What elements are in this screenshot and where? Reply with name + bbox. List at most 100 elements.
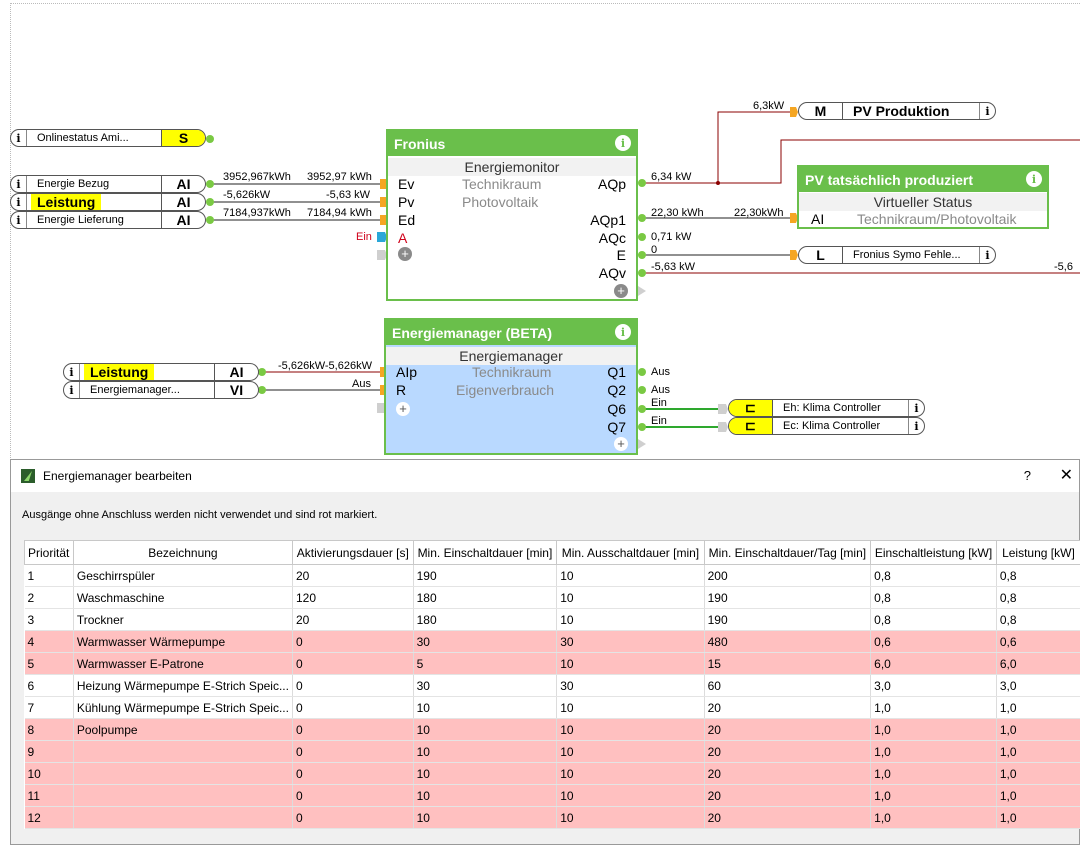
block-header[interactable]: Energiemanager (BETA)i — [386, 320, 636, 345]
output-klima-eh[interactable]: ⊏ Eh: Klima Controller i — [728, 399, 925, 417]
table-cell[interactable]: 0 — [292, 697, 413, 719]
table-cell[interactable]: 1,0 — [996, 785, 1080, 807]
table-cell[interactable]: 20 — [704, 763, 871, 785]
table-row[interactable]: 4Warmwasser Wärmepumpe030304800,60,6 — [25, 631, 1080, 653]
table-cell[interactable]: Kühlung Wärmepumpe E-Strich Speic... — [73, 697, 292, 719]
table-cell[interactable]: 10 — [557, 697, 704, 719]
table-cell[interactable]: 60 — [704, 675, 871, 697]
help-button[interactable]: ? — [1024, 468, 1031, 483]
table-cell[interactable]: 0,6 — [996, 631, 1080, 653]
table-row[interactable]: 1001010201,01,0 — [25, 763, 1080, 785]
table-cell[interactable]: Waschmaschine — [73, 587, 292, 609]
table-cell[interactable]: 200 — [704, 565, 871, 587]
table-cell[interactable]: 0,8 — [871, 565, 997, 587]
table-cell[interactable]: 180 — [413, 609, 557, 631]
table-cell[interactable]: 0 — [292, 785, 413, 807]
info-icon[interactable]: i — [11, 194, 27, 210]
table-cell[interactable]: 10 — [413, 719, 557, 741]
table-cell[interactable]: 10 — [557, 719, 704, 741]
info-icon[interactable]: i — [979, 247, 995, 263]
table-row[interactable]: 5Warmwasser E-Patrone0510156,06,0 — [25, 653, 1080, 675]
table-cell[interactable]: 30 — [557, 675, 704, 697]
table-cell[interactable]: 3,0 — [996, 675, 1080, 697]
table-cell[interactable]: 0 — [292, 653, 413, 675]
table-cell[interactable]: 1,0 — [871, 741, 997, 763]
info-icon[interactable]: i — [64, 382, 80, 398]
table-cell[interactable]: 0,8 — [996, 587, 1080, 609]
table-cell[interactable]: Trockner — [73, 609, 292, 631]
table-cell[interactable]: 1,0 — [871, 719, 997, 741]
info-icon[interactable]: i — [615, 135, 631, 151]
table-cell[interactable]: 10 — [557, 807, 704, 829]
input-energie-lieferung[interactable]: i Energie Lieferung AI — [10, 211, 206, 229]
table-cell[interactable]: 0,8 — [996, 565, 1080, 587]
block-header[interactable]: Froniusi — [388, 131, 636, 156]
table-row[interactable]: 6Heizung Wärmepumpe E-Strich Speic...030… — [25, 675, 1080, 697]
config-canvas[interactable]: i Onlinestatus Ami... S i Energie Bezug … — [0, 0, 1080, 460]
table-cell[interactable]: 9 — [25, 741, 74, 763]
table-cell[interactable]: 30 — [413, 675, 557, 697]
table-cell[interactable] — [73, 763, 292, 785]
table-cell[interactable]: 4 — [25, 631, 74, 653]
close-button[interactable]: ✕ — [1060, 465, 1073, 485]
table-cell[interactable]: 10 — [557, 653, 704, 675]
table-cell[interactable]: 10 — [557, 587, 704, 609]
table-cell[interactable]: 0 — [292, 719, 413, 741]
outputs-table[interactable]: Priorität Bezeichnung Aktivierungsdauer … — [24, 540, 1080, 829]
block-header[interactable]: PV tatsächlich produzierti — [799, 167, 1047, 192]
table-cell[interactable]: 190 — [704, 609, 871, 631]
table-cell[interactable]: 6 — [25, 675, 74, 697]
info-icon[interactable]: i — [615, 324, 631, 340]
table-cell[interactable]: 1,0 — [871, 763, 997, 785]
table-cell[interactable]: 0 — [292, 763, 413, 785]
block-fronius[interactable]: Froniusi Energiemonitor Technikraum Phot… — [386, 129, 638, 301]
table-cell[interactable] — [73, 807, 292, 829]
table-cell[interactable]: 2 — [25, 587, 74, 609]
info-icon[interactable]: i — [908, 418, 924, 434]
add-output-icon[interactable]: + — [614, 284, 628, 298]
table-cell[interactable]: 1,0 — [996, 807, 1080, 829]
table-cell[interactable]: 1,0 — [996, 719, 1080, 741]
table-row[interactable]: 2Waschmaschine120180101900,80,8 — [25, 587, 1080, 609]
info-icon[interactable]: i — [979, 103, 995, 119]
table-row[interactable]: 7Kühlung Wärmepumpe E-Strich Speic...010… — [25, 697, 1080, 719]
table-cell[interactable]: 120 — [292, 587, 413, 609]
table-cell[interactable]: 10 — [557, 741, 704, 763]
input-energie-bezug[interactable]: i Energie Bezug AI — [10, 175, 206, 193]
input-leistung[interactable]: i Leistung AI — [10, 193, 206, 211]
input-leistung-em[interactable]: i Leistung AI — [63, 363, 259, 381]
table-cell[interactable]: 180 — [413, 587, 557, 609]
table-cell[interactable]: 0 — [292, 675, 413, 697]
block-energiemanager[interactable]: Energiemanager (BETA)i Energiemanager Te… — [384, 318, 638, 455]
table-cell[interactable]: 1,0 — [996, 741, 1080, 763]
add-input-icon[interactable]: + — [396, 402, 410, 416]
table-row[interactable]: 1Geschirrspüler20190102000,80,8 — [25, 565, 1080, 587]
info-icon[interactable]: i — [11, 212, 27, 228]
col-header[interactable]: Leistung [kW] — [996, 541, 1080, 565]
info-icon[interactable]: i — [11, 130, 27, 146]
table-cell[interactable]: 1,0 — [871, 785, 997, 807]
table-cell[interactable]: 20 — [704, 785, 871, 807]
table-cell[interactable]: 20 — [292, 565, 413, 587]
table-cell[interactable]: Heizung Wärmepumpe E-Strich Speic... — [73, 675, 292, 697]
table-cell[interactable]: 20 — [704, 741, 871, 763]
info-icon[interactable]: i — [11, 176, 27, 192]
table-row[interactable]: 3Trockner20180101900,80,8 — [25, 609, 1080, 631]
table-cell[interactable]: 20 — [704, 719, 871, 741]
table-cell[interactable]: 10 — [413, 763, 557, 785]
table-cell[interactable]: 10 — [557, 785, 704, 807]
table-cell[interactable]: 10 — [25, 763, 74, 785]
table-cell[interactable]: 480 — [704, 631, 871, 653]
table-cell[interactable]: Geschirrspüler — [73, 565, 292, 587]
table-cell[interactable]: 0 — [292, 807, 413, 829]
table-cell[interactable]: 15 — [704, 653, 871, 675]
table-cell[interactable] — [73, 741, 292, 763]
table-cell[interactable]: 10 — [413, 785, 557, 807]
table-cell[interactable]: 0,6 — [871, 631, 997, 653]
table-cell[interactable]: 3,0 — [871, 675, 997, 697]
table-cell[interactable]: Warmwasser Wärmepumpe — [73, 631, 292, 653]
info-icon[interactable]: i — [64, 364, 80, 380]
input-onlinestatus[interactable]: i Onlinestatus Ami... S — [10, 129, 206, 147]
table-cell[interactable]: 10 — [557, 565, 704, 587]
table-row[interactable]: 901010201,01,0 — [25, 741, 1080, 763]
